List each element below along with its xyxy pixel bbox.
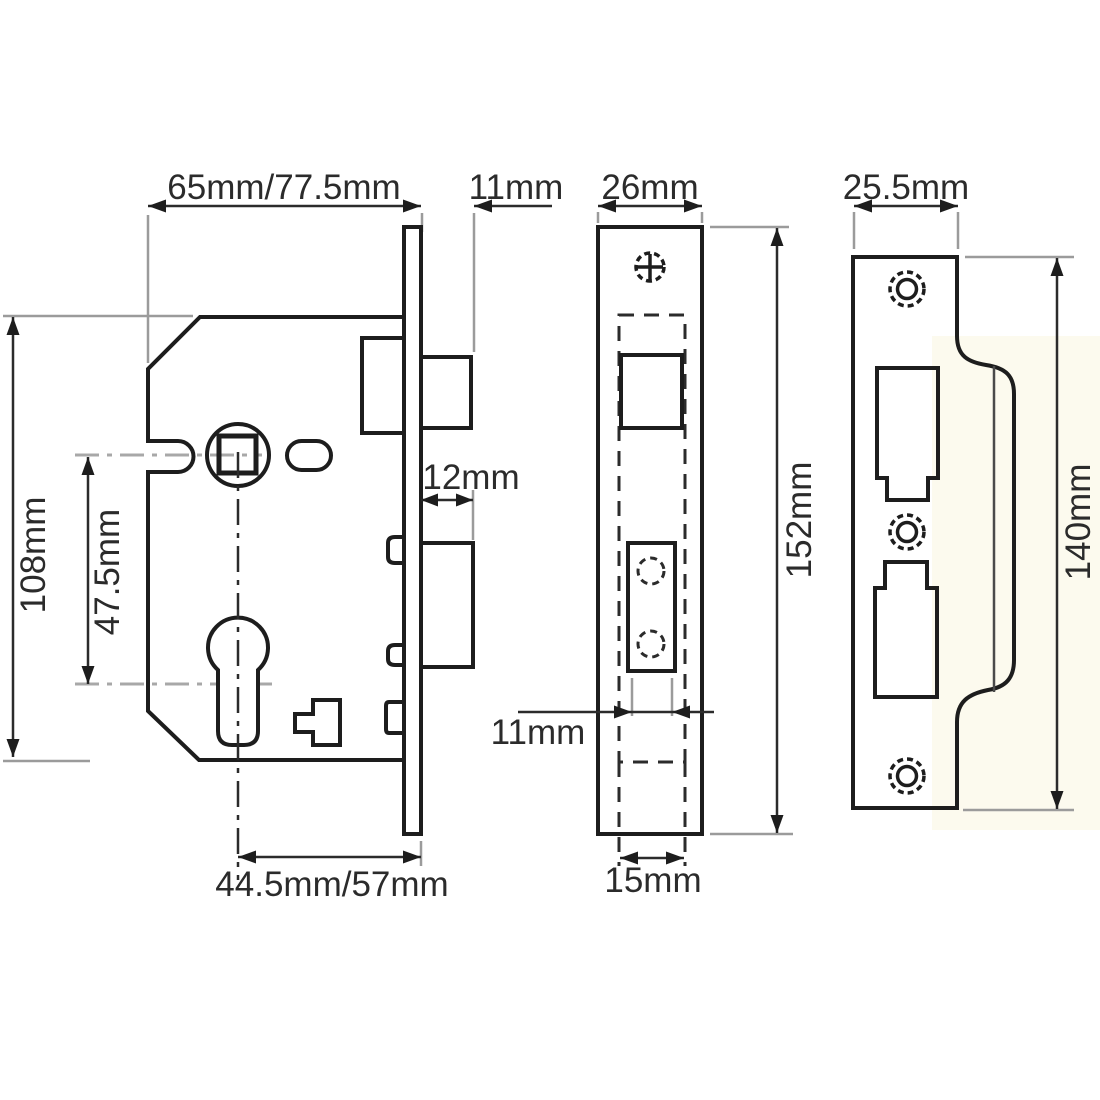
faceplate-front: [596, 225, 704, 836]
dim-arrow: [1050, 791, 1064, 809]
dim-arrow: [148, 199, 166, 213]
dim-label: 15mm: [604, 861, 701, 900]
dim-arrow: [81, 457, 95, 475]
oval-hole: [285, 439, 333, 472]
dim-arrow: [620, 851, 638, 865]
dim-case-depth: 65mm/77.5mm: [148, 168, 421, 213]
screw-head-icon: [634, 251, 666, 283]
dim-label: 11mm: [491, 713, 586, 752]
front-view: 26mm 11mm 15mm 152mm: [491, 168, 819, 900]
dim-backset: 44.5mm/57mm: [215, 850, 449, 904]
dim-label: 44.5mm/57mm: [215, 865, 448, 904]
latch-bolt-body: [360, 336, 406, 435]
dim-deadbolt-throw: 12mm: [421, 458, 520, 507]
euro-cylinder-hole: [206, 615, 270, 747]
dim-case-height: 108mm: [6, 317, 53, 757]
dim-case-thickness: 15mm: [604, 851, 702, 900]
dim-arrow: [770, 228, 784, 246]
dim-arrow: [666, 851, 684, 865]
screw-hole: [888, 757, 926, 795]
dim-arrow: [403, 850, 421, 864]
dim-label: 140mm: [1059, 464, 1098, 581]
dim-arrow: [1050, 258, 1064, 276]
screw-hole-inner: [895, 520, 919, 544]
dim-arrow: [421, 493, 438, 507]
latch-cutout: [875, 366, 940, 502]
deadbolt-cutout: [873, 560, 939, 699]
screw-hole-inner: [895, 277, 919, 301]
dim-label: 11mm: [469, 168, 564, 207]
dim-arrow: [684, 199, 702, 213]
screw-hole: [888, 270, 926, 308]
faceplate-edge: [402, 225, 423, 836]
latch-bolt-head: [419, 355, 473, 430]
side-view: 65mm/77.5mm 11mm 108mm 47.5mm 12mm: [3, 168, 563, 904]
dim-arrow: [614, 705, 632, 719]
dim-faceplate-height: 152mm: [710, 225, 819, 836]
dim-arrow: [6, 739, 20, 757]
lock-case-outline: [146, 315, 404, 762]
dim-label: 108mm: [14, 497, 53, 614]
faceplate-tab: [386, 643, 404, 667]
dim-label: 26mm: [601, 168, 698, 207]
dim-arrow: [672, 705, 690, 719]
screw-hole-outer: [888, 270, 926, 308]
fixing-screw: [634, 251, 666, 283]
dim-arrow: [6, 317, 20, 335]
dim-arrow: [770, 815, 784, 833]
hidden-hole: [636, 629, 666, 659]
dim-label: 25.5mm: [843, 168, 969, 207]
dim-plate-width: 25.5mm: [843, 168, 969, 249]
screw-hole-outer: [888, 513, 926, 551]
dim-label: 152mm: [780, 462, 819, 579]
dim-arrow: [940, 199, 958, 213]
dim-arrow: [238, 850, 256, 864]
dim-label: 12mm: [422, 458, 519, 497]
faceplate-tab: [384, 700, 404, 735]
dim-arrow: [854, 199, 872, 213]
dim-arrow: [456, 493, 473, 507]
screw-hole-inner: [895, 764, 919, 788]
stepped-cutout: [293, 698, 342, 747]
dim-arrow: [81, 666, 95, 684]
deadbolt: [419, 541, 475, 669]
dim-plate-height: 140mm: [963, 255, 1098, 812]
dim-label: 65mm/77.5mm: [167, 168, 400, 207]
dim-latch-projection: 11mm: [469, 168, 564, 213]
latch-bolt-front: [619, 353, 684, 430]
deadbolt-front: [626, 541, 677, 673]
screw-hole: [888, 513, 926, 551]
hidden-case-outline: [617, 313, 687, 764]
dim-arrow: [474, 199, 492, 213]
dim-deadbolt-width: 11mm: [491, 678, 714, 752]
screw-hole-outer: [888, 757, 926, 795]
faceplate-tab: [386, 535, 404, 565]
dim-label: 47.5mm: [88, 509, 127, 635]
dim-centres: 47.5mm: [81, 457, 127, 684]
dim-arrow: [598, 199, 616, 213]
strike-plate-view: 25.5mm 140mm: [843, 168, 1098, 812]
dim-arrow: [403, 199, 421, 213]
hidden-hole: [636, 556, 666, 586]
dim-faceplate-width: 26mm: [596, 168, 704, 223]
strike-plate-outline: [851, 255, 1016, 810]
